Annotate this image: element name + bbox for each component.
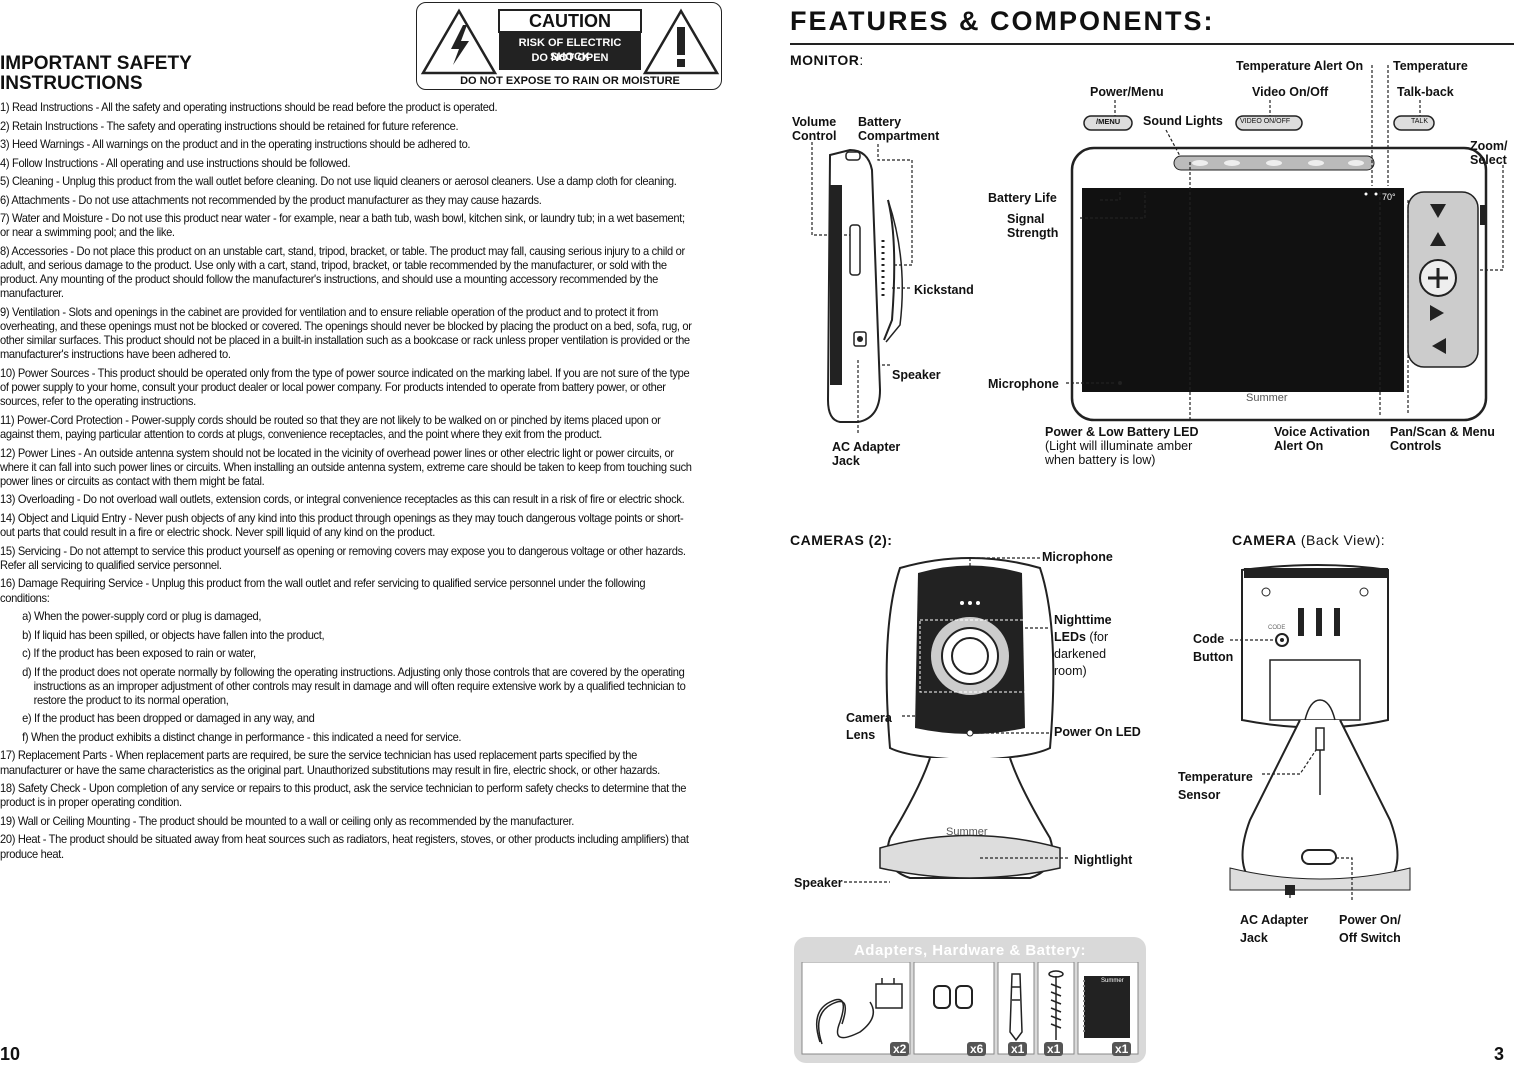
cameras-heading: CAMERAS (2): bbox=[790, 532, 893, 548]
rule-item: 16) Damage Requiring Service - Unplug th… bbox=[0, 577, 646, 605]
label-power-on-led: Power On LED bbox=[1054, 725, 1141, 739]
caution-footer: DO NOT EXPOSE TO RAIN OR MOISTURE bbox=[460, 75, 680, 87]
label-temperature: Temperature bbox=[1393, 59, 1468, 73]
quantity-adapter: x2 bbox=[890, 1042, 910, 1056]
monitor-heading: MONITOR: bbox=[790, 52, 864, 68]
label-kickstand: Kickstand bbox=[914, 283, 974, 297]
hardware-title: Adapters, Hardware & Battery: bbox=[853, 942, 1087, 959]
rule-item: 5) Cleaning - Unplug this product from t… bbox=[0, 175, 677, 188]
battery-icon bbox=[1083, 976, 1130, 1038]
rule-item: 15) Servicing - Do not attempt to servic… bbox=[0, 544, 686, 572]
caution-header: CAUTION bbox=[529, 11, 611, 31]
rule-item: 1) Read Instructions - All the safety an… bbox=[0, 101, 498, 114]
rule-item: 4) Follow Instructions - All operating a… bbox=[0, 156, 351, 170]
label-zoom-select: Zoom/Select bbox=[1470, 139, 1508, 167]
safety-rules: 1) Read Instructions - All the safety an… bbox=[0, 101, 693, 866]
quantity-battery: x1 bbox=[1112, 1042, 1132, 1056]
monitor-front-view bbox=[1070, 115, 1488, 422]
label-speaker: Speaker bbox=[892, 368, 941, 382]
rule-item: 13) Overloading - Do not overload wall o… bbox=[0, 493, 685, 507]
camera-back-heading: CAMERA (Back View): bbox=[1232, 532, 1386, 548]
rule-item: 2) Retain Instructions - The safety and … bbox=[0, 119, 459, 133]
rule-item: 11) Power-Cord Protection - Power-supply… bbox=[0, 413, 661, 442]
safety-title: IMPORTANT SAFETY INSTRUCTIONS bbox=[0, 53, 192, 94]
quantity-clips: x6 bbox=[967, 1042, 987, 1056]
sub-condition: f) When the product exhibits a distinct … bbox=[22, 730, 462, 744]
sub-condition: d) If the product does not operate norma… bbox=[22, 665, 686, 707]
rule-item: 3) Heed Warnings - All warnings on the p… bbox=[0, 138, 471, 151]
rule-item: 14) Object and Liquid Entry - Never push… bbox=[0, 511, 684, 540]
battery-brand: Summer bbox=[1101, 978, 1124, 984]
rule-item: 12) Power Lines - An outside antenna sys… bbox=[0, 446, 692, 488]
monitor-brand: Summer bbox=[1246, 392, 1288, 404]
quantity-anchor: x1 bbox=[1008, 1042, 1028, 1056]
screw-icon bbox=[1048, 970, 1064, 1040]
caution-label: CAUTION RISK OF ELECTRIC SHOCK DO NOT OP… bbox=[416, 2, 722, 90]
mounting-clip-icon bbox=[933, 985, 973, 1009]
rule-item: 6) Attachments - Do not use attachments … bbox=[0, 193, 542, 207]
rule-item: 9) Ventilation - Slots and openings in t… bbox=[0, 305, 692, 362]
caution-line-1: RISK OF ELECTRIC SHOCK bbox=[518, 37, 622, 63]
label-talk-back: Talk-back bbox=[1397, 85, 1454, 99]
rule-item: 19) Wall or Ceiling Mounting - The produ… bbox=[0, 814, 574, 828]
rule-item: 10) Power Sources - This product should … bbox=[0, 366, 690, 409]
rule-item: 18) Safety Check - Upon completion of an… bbox=[0, 782, 687, 810]
monitor-illustration bbox=[811, 65, 1504, 435]
code-text: CODE bbox=[1268, 625, 1286, 631]
camera-front-illustration bbox=[844, 557, 1070, 883]
sub-condition: c) If the product has been exposed to ra… bbox=[22, 647, 256, 661]
label-temperature-alert: Temperature Alert On bbox=[1236, 59, 1364, 73]
label-camera-speaker: Speaker bbox=[794, 876, 843, 890]
sub-condition: e) If the product has been dropped or da… bbox=[22, 712, 315, 726]
features-title: FEATURES & COMPONENTS: bbox=[790, 6, 1215, 36]
label-power-menu: Power/Menu bbox=[1090, 85, 1164, 99]
electric-shock-warning-icon bbox=[420, 8, 498, 75]
rule-item: 7) Water and Moisture - Do not use this … bbox=[0, 212, 685, 240]
label-video-onoff: Video On/Off bbox=[1252, 85, 1329, 99]
hardware-illustration bbox=[801, 962, 1139, 1055]
talk-button[interactable]: TALK bbox=[1411, 118, 1428, 125]
quantity-screw: x1 bbox=[1044, 1042, 1064, 1056]
label-battery-life: Battery Life bbox=[988, 191, 1057, 205]
label-sound-lights: Sound Lights bbox=[1143, 114, 1223, 128]
sub-condition: a) When the power-supply cord or plug is… bbox=[22, 610, 262, 624]
video-button[interactable]: VIDEO ON/OFF bbox=[1240, 118, 1291, 125]
label-camera-microphone: Microphone bbox=[1042, 550, 1113, 564]
exclamation-warning-icon bbox=[642, 8, 720, 75]
wall-anchor-icon bbox=[1009, 973, 1023, 1042]
microphone-dot bbox=[1118, 381, 1122, 385]
rule-item: 20) Heat - The product should be situate… bbox=[0, 833, 689, 861]
monitor-leader-lines bbox=[811, 65, 1504, 435]
camera-back-illustration bbox=[1229, 564, 1411, 900]
caution-line-2: DO NOT OPEN bbox=[531, 52, 609, 64]
power-adapter-icon bbox=[815, 978, 903, 1045]
screen-temperature: 70° bbox=[1382, 192, 1396, 202]
label-nightlight: Nightlight bbox=[1074, 853, 1133, 867]
sub-condition: b) If liquid has been spilled, or object… bbox=[22, 628, 325, 642]
monitor-side-view bbox=[826, 148, 903, 423]
label-power-led: Power & Low Battery LED(Light will illum… bbox=[1045, 425, 1199, 467]
label-microphone: Microphone bbox=[988, 377, 1059, 391]
camera-brand: Summer bbox=[946, 826, 988, 838]
page-number-right: 3 bbox=[1494, 1044, 1505, 1064]
label-power-switch: Power On/Off Switch bbox=[1339, 913, 1401, 945]
page-number-left: 10 bbox=[0, 1044, 21, 1064]
rule-item: 8) Accessories - Do not place this produ… bbox=[0, 244, 685, 301]
title-divider bbox=[790, 43, 1514, 45]
label-nighttime-leds: Nighttime LEDs (for darkened room) bbox=[1054, 613, 1112, 678]
menu-button[interactable]: /MENU bbox=[1096, 117, 1121, 126]
rule-item: 17) Replacement Parts - When replacement… bbox=[0, 749, 660, 777]
